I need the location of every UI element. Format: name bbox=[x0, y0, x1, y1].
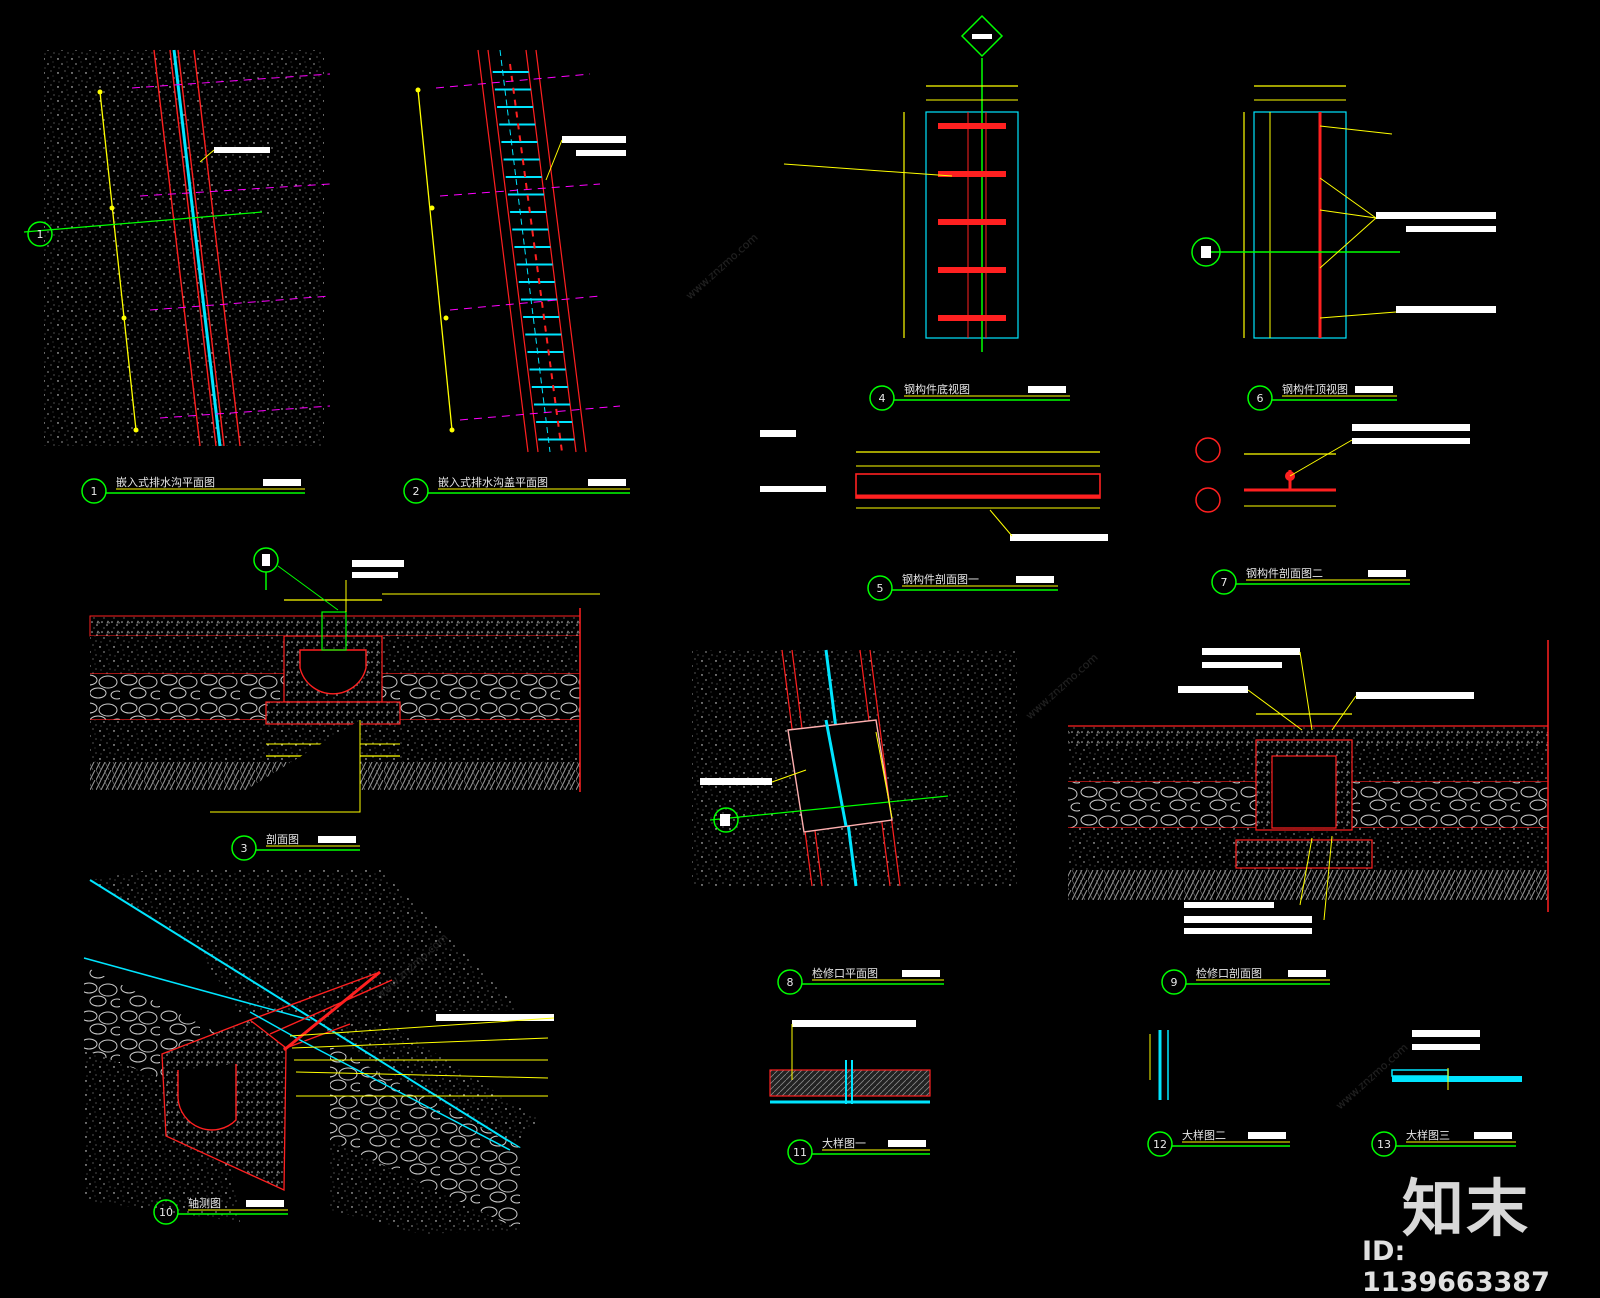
title-text: 大样图三 bbox=[1406, 1128, 1450, 1142]
steel-bar bbox=[938, 315, 1006, 321]
scale-bar bbox=[588, 479, 626, 486]
panel-7-steel-section-2 bbox=[1195, 424, 1470, 513]
title-bubble bbox=[1161, 969, 1187, 995]
panel-4-steel-bottom-view bbox=[783, 14, 1019, 352]
title-bubble bbox=[1147, 1131, 1173, 1157]
scale-bar bbox=[1288, 970, 1326, 977]
title-text: 钢构件底视图 bbox=[904, 382, 970, 396]
section-marker-1: 1 bbox=[37, 228, 44, 241]
title-number: 10 bbox=[159, 1206, 173, 1219]
title-number: 5 bbox=[877, 582, 884, 595]
title-text: 嵌入式排水沟平面图 bbox=[116, 475, 215, 489]
title-number: 11 bbox=[793, 1146, 807, 1159]
drawing-title-2: 2 嵌入式排水沟盖平面图 bbox=[403, 475, 630, 504]
title-bubble bbox=[153, 1199, 179, 1225]
scale-bar bbox=[1016, 576, 1054, 583]
drawing-title-9: 9 检修口剖面图 bbox=[1161, 966, 1330, 995]
panel-11-detail-1 bbox=[769, 1020, 931, 1104]
title-bubble bbox=[1247, 385, 1273, 411]
title-number: 12 bbox=[1153, 1138, 1167, 1151]
scale-bar bbox=[1028, 386, 1066, 393]
scale-bar bbox=[902, 970, 940, 977]
drawing-title-1: 1 嵌入式排水沟平面图 bbox=[81, 475, 305, 504]
title-bubble bbox=[403, 478, 429, 504]
title-text: 检修口剖面图 bbox=[1196, 966, 1262, 980]
panel-1-trench-plan: 1 bbox=[23, 49, 331, 447]
title-number: 7 bbox=[1221, 576, 1228, 589]
watermark-url-1: www.znzmo.com bbox=[683, 231, 760, 302]
title-number: 9 bbox=[1171, 976, 1178, 989]
title-number: 1 bbox=[91, 485, 98, 498]
scale-bar bbox=[1355, 386, 1393, 393]
steel-bar bbox=[938, 171, 1006, 177]
watermark-logo: 知末 bbox=[1402, 1172, 1531, 1245]
title-text: 嵌入式排水沟盖平面图 bbox=[438, 475, 548, 489]
title-number: 8 bbox=[787, 976, 794, 989]
panel-2-cover-plan bbox=[415, 49, 626, 453]
title-bubble bbox=[81, 478, 107, 504]
drawing-titles: 1 嵌入式排水沟平面图 2 嵌入式排水沟盖平面图 3 剖面图 4 钢构件底视图 5 钢构件剖面图一… bbox=[81, 382, 1516, 1225]
title-bubble bbox=[777, 969, 803, 995]
title-bubble bbox=[787, 1139, 813, 1165]
title-text: 检修口平面图 bbox=[812, 966, 878, 980]
drawing-title-10: 10 轴测图 bbox=[153, 1196, 288, 1225]
panel-5-steel-section-1 bbox=[760, 430, 1108, 541]
drawing-title-12: 12 大样图二 bbox=[1147, 1128, 1290, 1157]
title-number: 3 bbox=[241, 842, 248, 855]
title-bubble bbox=[1371, 1131, 1397, 1157]
watermark-url-2: www.znzmo.com bbox=[1023, 651, 1100, 722]
scale-bar bbox=[263, 479, 301, 486]
scale-bar bbox=[1368, 570, 1406, 577]
drawing-title-5: 5 钢构件剖面图一 bbox=[867, 572, 1058, 601]
panel-10-axonometric bbox=[83, 870, 555, 1234]
panel-12-detail-2 bbox=[1149, 1030, 1169, 1100]
drawing-title-13: 13 大样图三 bbox=[1371, 1128, 1516, 1157]
scale-bar bbox=[888, 1140, 926, 1147]
panel-13-detail-3 bbox=[1391, 1030, 1522, 1090]
watermark-id: ID: 1139663387 bbox=[1362, 1236, 1550, 1298]
title-text: 剖面图 bbox=[266, 832, 299, 846]
scale-bar bbox=[246, 1200, 284, 1207]
title-bubble bbox=[869, 385, 895, 411]
title-text: 钢构件剖面图一 bbox=[902, 572, 979, 586]
title-bubble bbox=[867, 575, 893, 601]
title-text: 大样图二 bbox=[1182, 1128, 1226, 1142]
title-text: 轴测图 bbox=[188, 1196, 221, 1210]
panel-6-steel-top-view bbox=[1191, 85, 1496, 339]
steel-bar bbox=[938, 219, 1006, 225]
title-number: 13 bbox=[1377, 1138, 1391, 1151]
title-text: 钢构件剖面图二 bbox=[1246, 566, 1323, 580]
drawing-title-8: 8 检修口平面图 bbox=[777, 966, 944, 995]
panel-8-access-plan bbox=[692, 649, 1017, 887]
title-number: 6 bbox=[1257, 392, 1264, 405]
title-bubble bbox=[1211, 569, 1237, 595]
steel-bar bbox=[938, 123, 1006, 129]
title-number: 2 bbox=[413, 485, 420, 498]
steel-bar bbox=[938, 267, 1006, 273]
drawing-title-4: 4 钢构件底视图 bbox=[869, 382, 1070, 411]
title-text: 钢构件顶视图 bbox=[1282, 382, 1348, 396]
scale-bar bbox=[1474, 1132, 1512, 1139]
panel-3-cross-section bbox=[89, 547, 600, 813]
drawing-title-3: 3 剖面图 bbox=[231, 832, 360, 861]
panel-9-access-section bbox=[1068, 640, 1549, 934]
drawing-title-7: 7 钢构件剖面图二 bbox=[1211, 566, 1410, 595]
title-text: 大样图一 bbox=[822, 1136, 866, 1150]
drawing-title-11: 11 大样图一 bbox=[787, 1136, 930, 1165]
drawing-title-6: 6 钢构件顶视图 bbox=[1247, 382, 1397, 411]
scale-bar bbox=[318, 836, 356, 843]
scale-bar bbox=[1248, 1132, 1286, 1139]
title-number: 4 bbox=[879, 392, 886, 405]
title-bubble bbox=[231, 835, 257, 861]
